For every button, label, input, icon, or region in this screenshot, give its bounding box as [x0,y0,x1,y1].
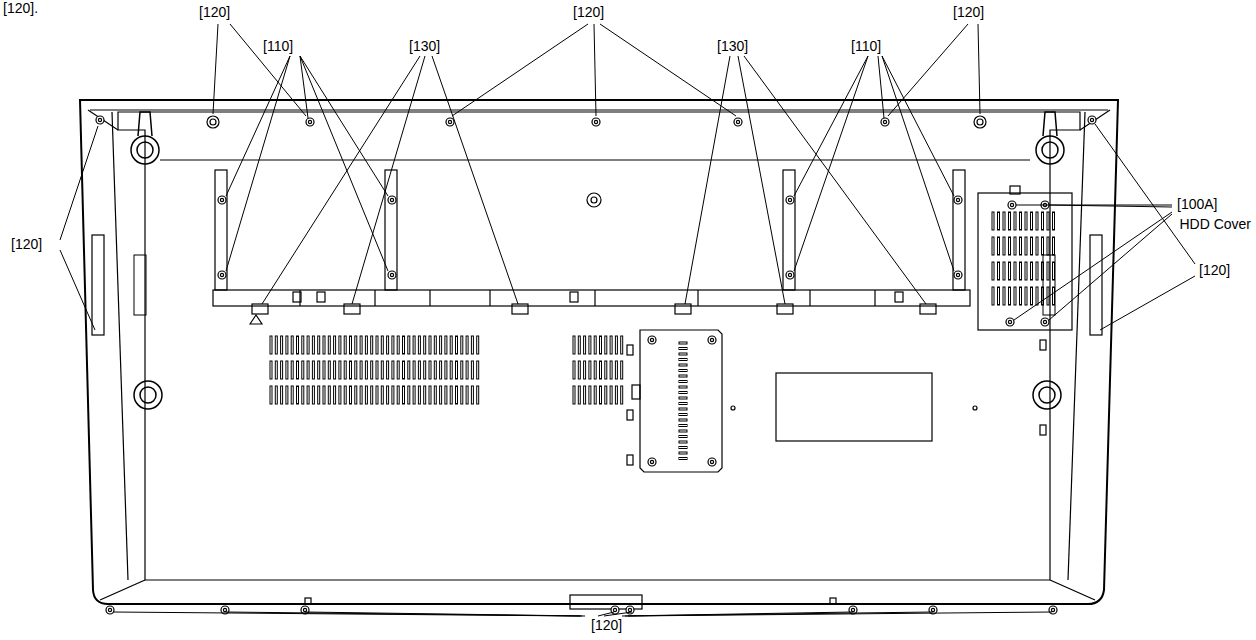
callout-number: [120] [10,236,43,252]
callout-number: [120] [952,4,985,20]
callout-number: [120] [590,617,623,633]
callout-number: [130] [408,38,441,54]
note-text: [120]. [2,0,39,16]
callout-number: [100A] [1176,196,1218,212]
callout-number: [120] [1198,262,1231,278]
callout-number: [130] [716,38,749,54]
part-name: HDD Cover [1178,216,1252,232]
callout-number: [120] [572,4,605,20]
callout-number: [120] [198,4,231,20]
callout-number: [110] [850,38,882,54]
callout-number: [110] [262,38,294,54]
